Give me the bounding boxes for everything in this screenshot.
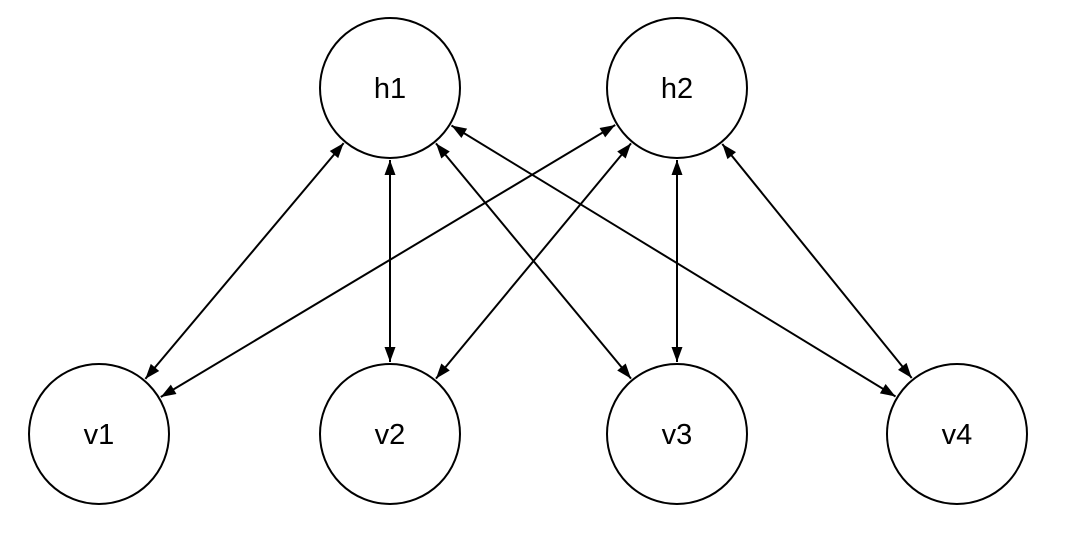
node-label-v1: v1 [84,419,115,451]
node-h1: h1 [319,17,461,159]
arrowhead-icon [160,384,177,398]
arrowhead-icon [145,363,160,379]
edge-h2-v2 [435,142,632,380]
node-label-h1: h1 [374,73,406,105]
node-v2: v2 [319,363,461,505]
node-circle-h1 [319,17,461,159]
edge-h1-v4 [450,124,897,398]
arrowhead-icon [671,160,683,175]
arrowhead-icon [722,143,737,160]
edge-line [450,124,897,398]
arrowhead-icon [599,124,616,138]
edge-line [160,124,616,398]
node-circle-v3 [606,363,748,505]
arrowhead-icon [617,363,632,379]
edge-h1-v1 [144,142,345,380]
node-h2: h2 [606,17,748,159]
node-label-v4: v4 [942,419,973,451]
arrowhead-icon [451,125,468,139]
edge-line [435,142,632,380]
edge-line [144,142,345,380]
arrowhead-icon [671,347,683,362]
node-circle-v4 [886,363,1028,505]
node-v3: v3 [606,363,748,505]
edge-line [721,143,913,379]
edge-h2-v1 [160,124,616,398]
edge-h1-v2 [384,160,396,362]
node-label-h2: h2 [661,73,693,105]
node-circle-v1 [28,363,170,505]
node-label-v3: v3 [662,419,693,451]
arrowhead-icon [897,362,912,379]
arrowhead-icon [435,363,450,379]
arrowhead-icon [435,143,450,159]
arrowhead-icon [329,143,344,159]
arrowhead-icon [384,160,396,175]
node-circle-h2 [606,17,748,159]
node-label-v2: v2 [375,419,406,451]
edge-h2-v3 [671,160,683,362]
edges-layer [144,124,913,398]
node-circle-v2 [319,363,461,505]
arrowhead-icon [879,383,896,397]
nodes-layer: h1 h2 v1 v2 v3 v4 [28,17,1028,505]
edge-h2-v4 [721,143,913,379]
arrowhead-icon [384,347,396,362]
node-v4: v4 [886,363,1028,505]
node-v1: v1 [28,363,170,505]
arrowhead-icon [617,143,632,159]
